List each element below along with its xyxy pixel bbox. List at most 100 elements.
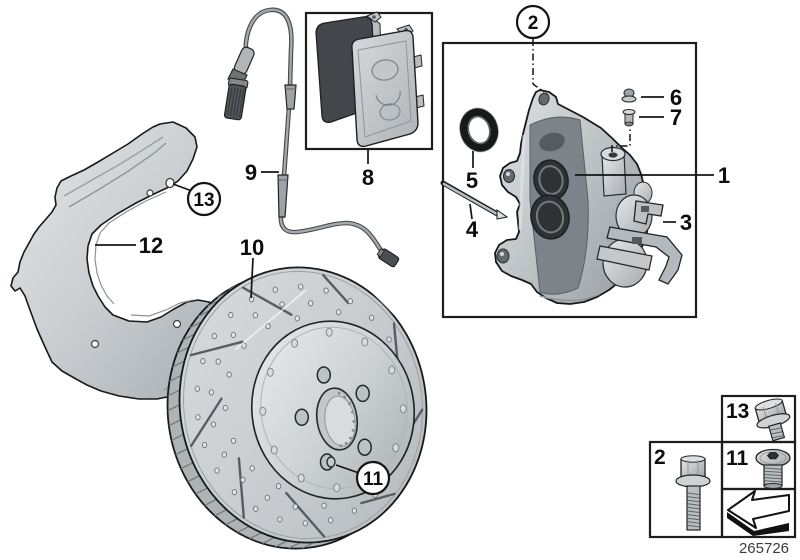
callout-2[interactable]: 2 [528,13,539,34]
disc-dots-item [240,476,246,483]
hat-ovals-item [399,404,407,414]
hat-ovals-item [388,365,396,375]
thread11-item [764,470,782,473]
callout-3[interactable]: 3 [680,210,692,235]
legend-cell-arrow [720,487,797,539]
leader-line-11 [335,464,360,474]
spring-main-hole [632,237,642,244]
spring-top-hole [641,206,649,212]
disc-dots-item [275,483,282,490]
seal-ring-body [460,108,498,152]
callout-5[interactable]: 5 [466,168,478,193]
disc-dots-item [226,371,232,378]
screw11-hex-socket [766,452,780,460]
disc-fins-item [275,540,288,548]
disc-fins-item [236,525,250,533]
shield-ridge-1 [63,136,164,197]
legend-label-2[interactable]: 2 [654,446,666,469]
thread2-item [687,524,700,528]
legend-table: 2 13 11 [648,394,797,539]
disc-dots-item [230,437,237,444]
disc-fins-item [204,498,217,506]
disc-fins-item [176,346,190,354]
disc-slots-item [392,322,399,363]
bore-serrations-item [344,441,348,445]
hat-ovals-item [259,406,267,416]
hat-ovals-item [291,338,299,348]
hex-flange-bolt-icon [754,398,791,442]
legend-label-13[interactable]: 13 [726,400,749,423]
leader-line-13 [172,183,193,192]
callout-7[interactable]: 7 [670,105,682,130]
disc-slots-item [237,457,246,519]
shield-hole-lobe [172,319,182,329]
callout-13[interactable]: 13 [193,190,214,211]
shield-hole-foot [90,339,100,349]
disc-dots-item [265,323,271,330]
disc-dots-item [194,385,200,392]
caliper-top-ear-slot [538,92,550,106]
bore-serrations-item [352,420,356,423]
disc-dots-item [351,507,358,514]
disc-slots-item [189,340,244,357]
disc-dots-item [336,309,342,316]
bleeder-valve-part [622,109,636,127]
brake-pads-part [304,11,434,151]
callout-circle-11[interactable] [355,460,391,496]
disc-dots-item [253,505,259,512]
disc-dots-item [214,467,220,474]
disc-fins-item [189,321,203,329]
hub-bore-inner [324,395,356,447]
disc-dots-item [298,283,304,290]
caliper-bolt-icon [675,455,711,531]
disc-dots-item [211,333,217,340]
sensor-connector-plug [223,77,249,121]
disc-dots-item [208,389,214,396]
thread11-item [764,480,782,483]
disc-dots-item [228,312,234,319]
bore-serrations-item [339,444,343,448]
callouts: 8 9 10 12 13 11 [95,149,391,496]
caliper-piston-bore-1-ring [538,165,564,195]
arrow-underside [727,512,789,536]
disc-dots-item [252,312,259,319]
shield-hole-top [165,177,175,189]
callout-circle-2[interactable] [515,4,551,40]
hat-ovals-item [333,483,341,493]
callout-1[interactable]: 1 [718,163,730,188]
disc-machining-highlight-2 [367,287,409,329]
screw11-head-ring [759,451,787,465]
disc-dots-item [241,342,247,349]
pads-box-frame [304,11,434,151]
caliper-lower-ear-hole [496,248,510,264]
callout-8[interactable]: 8 [362,165,374,190]
disc-fins-item [182,333,196,341]
callout-12[interactable]: 12 [139,233,163,258]
wear-sensor-part [223,7,400,268]
caliper-box-frame [441,41,698,319]
callout-circle-13[interactable] [186,181,222,217]
callout-9[interactable]: 9 [245,160,257,185]
callout-6[interactable]: 6 [670,85,682,110]
disc-fins-item [180,462,194,470]
disc-dots-item [279,301,285,308]
callout-10[interactable]: 10 [240,235,264,260]
callout-4[interactable]: 4 [466,217,479,242]
thread2-item [687,492,700,495]
disc-machining-highlight-1 [234,289,307,351]
bleeder-cap-flange [621,95,637,103]
thread2-item [687,499,700,503]
bore-serrations-item [347,402,351,405]
disc-slots-item [189,397,223,448]
callout-11[interactable]: 11 [363,469,384,490]
disc-dots-item [386,336,392,343]
caliper-boss-bore [608,152,618,158]
leader-line-10 [250,257,254,299]
disc-dots-item [368,314,375,321]
legend-label-11[interactable]: 11 [726,447,749,470]
disc-fins-item [225,518,238,526]
pad-left-ear-hole [372,15,376,19]
disc-dots-item [195,414,201,421]
direction-arrow-icon [727,490,790,536]
